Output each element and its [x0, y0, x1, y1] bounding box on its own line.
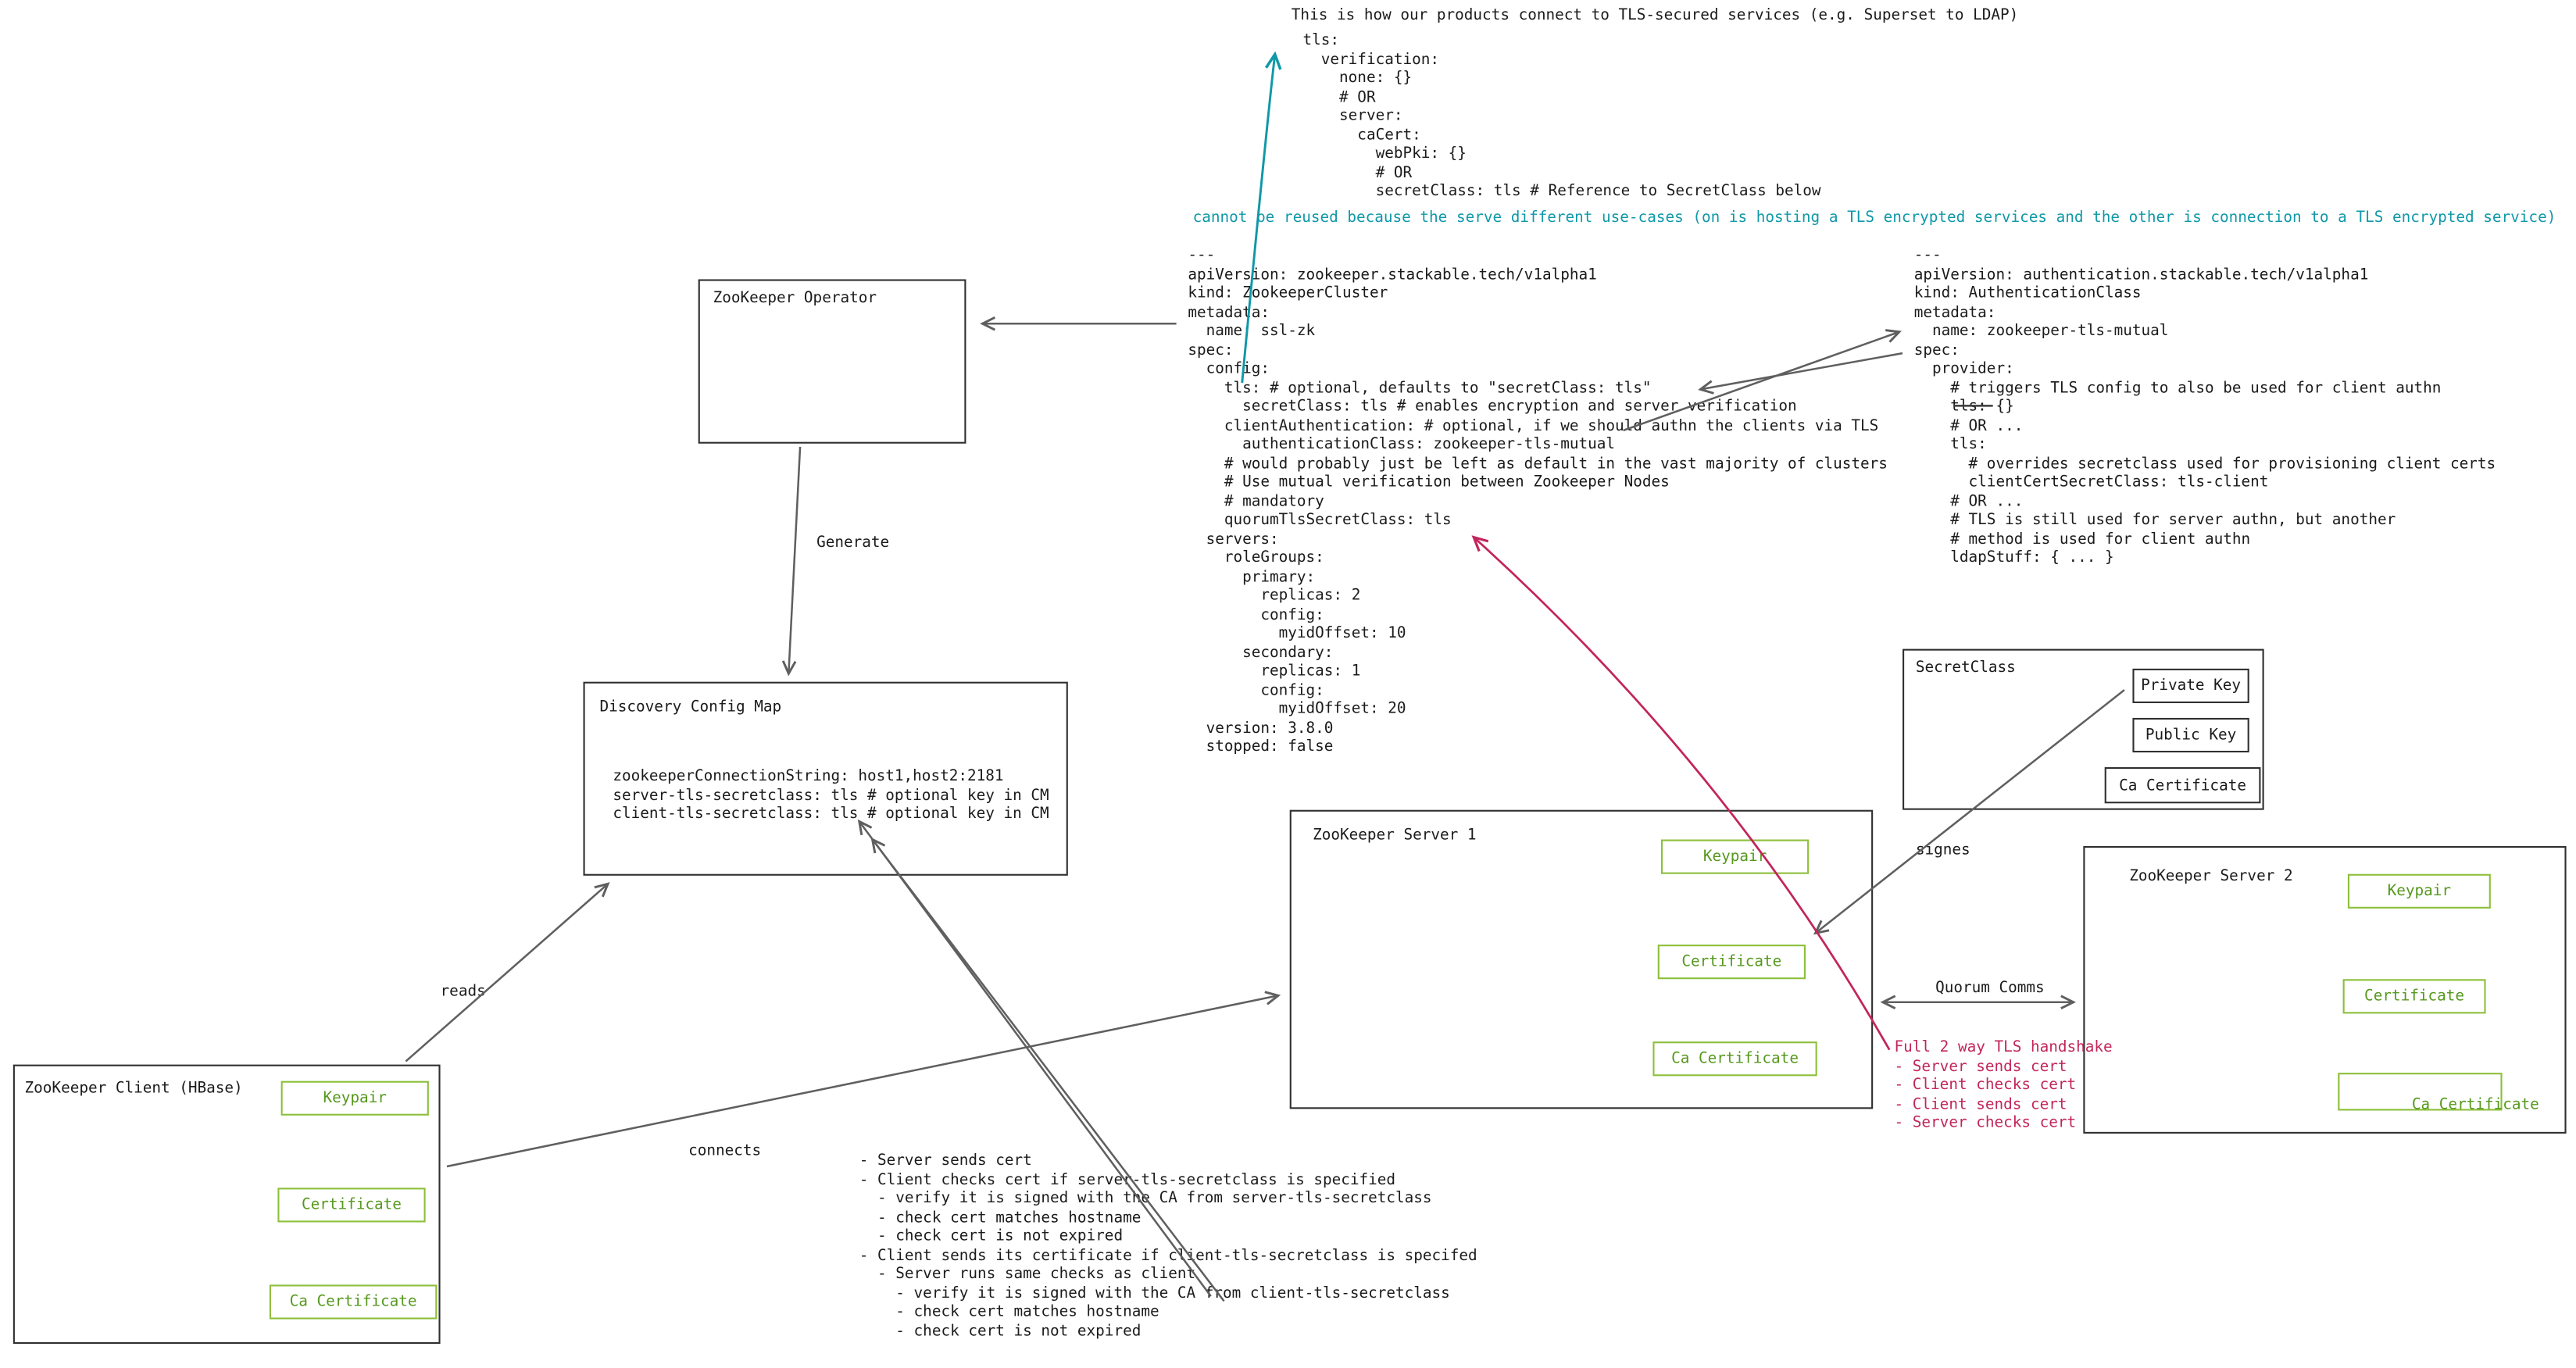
- handshake-note-title: Full 2 way TLS handshake: [1894, 1038, 2113, 1057]
- server1-ca-certificate-box: Ca Certificate: [1652, 1041, 1817, 1077]
- public-key-box: Public Key: [2132, 717, 2249, 753]
- secret-class-node: SecretClass Private Key Public Key Ca Ce…: [1903, 648, 2264, 810]
- client-ca-certificate-box: Ca Certificate: [269, 1284, 438, 1320]
- zookeeper-server-1-title: ZooKeeper Server 1: [1313, 826, 1477, 845]
- server1-certificate-box: Certificate: [1657, 945, 1806, 980]
- discovery-config-map-node: Discovery Config Map zookeeperConnection…: [583, 681, 1068, 876]
- zookeeper-client-title: ZooKeeper Client (HBase): [24, 1079, 243, 1098]
- top-note: This is how our products connect to TLS-…: [1291, 6, 2019, 25]
- handshake-note: Full 2 way TLS handshake - Server sends …: [1895, 1038, 2113, 1133]
- server1-keypair-box: Keypair: [1660, 839, 1810, 874]
- zookeeper-server-1-node: ZooKeeper Server 1 Keypair Certificate C…: [1289, 809, 1874, 1109]
- reads-label: reads: [440, 982, 486, 1001]
- zookeeper-server-2-node: ZooKeeper Server 2 Keypair Certificate C…: [2083, 845, 2567, 1134]
- connects-label: connects: [688, 1141, 762, 1160]
- zookeeper-server-2-title: ZooKeeper Server 2: [2129, 867, 2293, 886]
- generate-label: Generate: [816, 534, 890, 552]
- zookeeper-operator-title: ZooKeeper Operator: [713, 289, 877, 308]
- client-keypair-box: Keypair: [280, 1080, 429, 1116]
- arrow-connects: [446, 991, 1281, 1168]
- server2-ca-certificate-box: [2338, 1073, 2503, 1111]
- server2-ca-certificate-label: Ca Certificate: [2411, 1095, 2539, 1114]
- tls-verification-yaml: tls: verification: none: {} # OR server:…: [1302, 30, 1821, 201]
- discovery-config-map-content: zookeeperConnectionString: host1,host2:2…: [613, 767, 1049, 823]
- authentication-class-yaml: --- apiVersion: authentication.stackable…: [1913, 246, 2496, 567]
- server2-keypair-box: Keypair: [2347, 873, 2491, 909]
- secret-class-title: SecretClass: [1915, 659, 2016, 677]
- private-key-box: Private Key: [2132, 668, 2249, 703]
- arrow-generate: [781, 446, 802, 677]
- arrow-reads: [405, 882, 610, 1063]
- zookeeper-operator-node: ZooKeeper Operator: [698, 279, 966, 444]
- server2-certificate-box: Certificate: [2342, 979, 2486, 1014]
- quorum-comms-label: Quorum Comms: [1931, 979, 2048, 998]
- secretclass-ca-certificate-box: Ca Certificate: [2104, 767, 2261, 804]
- teal-note: cannot be reused because the serve diffe…: [1192, 209, 2556, 227]
- zookeeper-client-node: ZooKeeper Client (HBase) Keypair Certifi…: [13, 1064, 441, 1345]
- handshake-note-lines: - Server sends cert - Client checks cert…: [1894, 1057, 2077, 1132]
- signes-label: signes: [1915, 841, 1970, 859]
- client-certificate-box: Certificate: [277, 1188, 426, 1223]
- tls-checks-note: - Server sends cert - Client checks cert…: [859, 1152, 1477, 1340]
- discovery-config-map-title: Discovery Config Map: [599, 698, 782, 716]
- zookeeper-cluster-yaml: --- apiVersion: zookeeper.stackable.tech…: [1188, 246, 1888, 756]
